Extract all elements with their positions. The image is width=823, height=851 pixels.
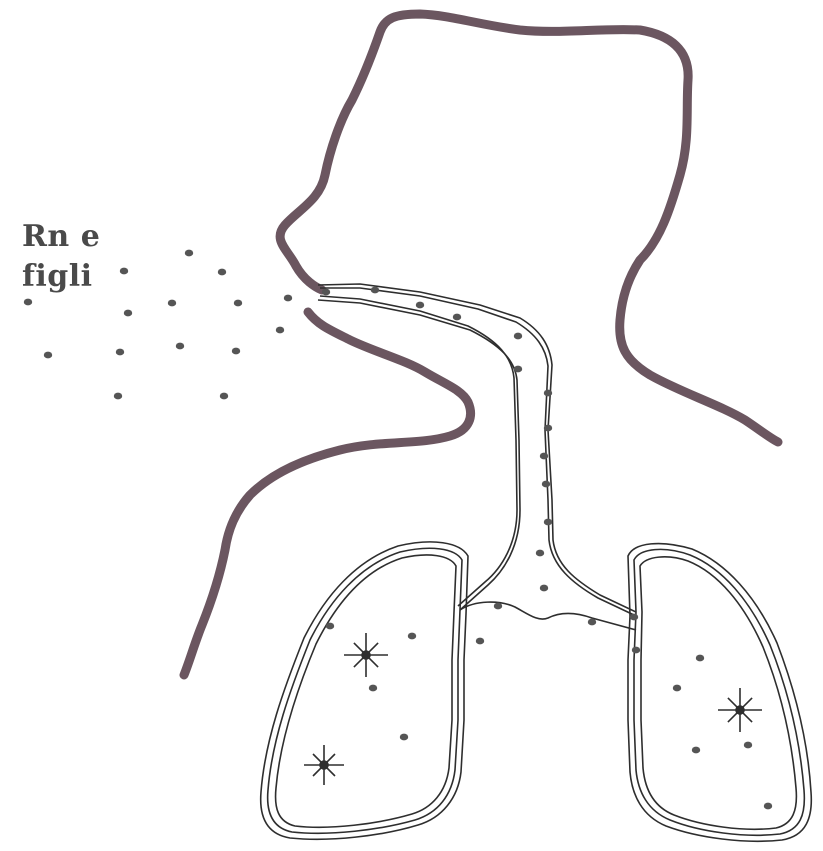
particle-dot-icon [276, 327, 284, 334]
star-burst-group [304, 633, 762, 785]
particle-dot-icon [114, 393, 122, 400]
lung-right-outline-2 [628, 544, 811, 842]
particle-dot-icon [326, 623, 334, 630]
particle-dot-icon [588, 619, 596, 626]
airway-inner [318, 300, 520, 610]
particle-dot-icon [116, 349, 124, 356]
particle-dot-icon [369, 685, 377, 692]
particle-dot-icon [24, 299, 32, 306]
particle-dot-icon [494, 603, 502, 610]
particle-dot-icon [218, 269, 226, 276]
lung-left-icon [261, 542, 468, 839]
particle-dot-icon [542, 481, 550, 488]
particle-dot-icon [692, 747, 700, 754]
head-outline-lower [184, 312, 471, 675]
particle-dot-icon [400, 734, 408, 741]
particle-dot-icon [124, 310, 132, 317]
particle-dot-icon [764, 803, 772, 810]
particle-dot-icon [371, 287, 379, 294]
particle-dot-icon [544, 425, 552, 432]
lung-left-outline-3 [276, 555, 456, 827]
particle-dot-icon [632, 647, 640, 654]
star-burst-icon [344, 633, 388, 677]
lung-left-outline-1 [268, 548, 462, 833]
particle-dot-icon [232, 348, 240, 355]
particle-dot-icon [540, 585, 548, 592]
particle-dot-icon [476, 638, 484, 645]
particle-dot-icon [176, 343, 184, 350]
particle-dot-icon [536, 550, 544, 557]
head-outline-upper [280, 14, 778, 442]
particle-dot-icon [322, 289, 330, 296]
particle-group [24, 250, 772, 810]
particle-dot-icon [120, 268, 128, 275]
particle-dot-icon [696, 655, 704, 662]
particle-dot-icon [744, 742, 752, 749]
particle-dot-icon [185, 250, 193, 257]
airway-outer-2 [320, 288, 634, 615]
lung-right-outline-3 [640, 557, 796, 829]
particle-dot-icon [234, 300, 242, 307]
particle-dot-icon [453, 314, 461, 321]
particle-dot-icon [220, 393, 228, 400]
particle-dot-icon [44, 352, 52, 359]
particle-dot-icon [514, 366, 522, 373]
head-silhouette-icon [184, 14, 778, 675]
particle-dot-icon [540, 453, 548, 460]
bronchi-bridge [460, 602, 636, 630]
particle-dot-icon [408, 633, 416, 640]
radon-label-line-2: figli [22, 262, 93, 292]
particle-dot-icon [544, 519, 552, 526]
particle-dot-icon [673, 685, 681, 692]
particle-dot-icon [168, 300, 176, 307]
particle-dot-icon [630, 614, 638, 621]
star-burst-icon [304, 745, 344, 785]
particle-dot-icon [284, 295, 292, 302]
lung-right-icon [628, 544, 811, 842]
particle-dot-icon [514, 333, 522, 340]
particle-dot-icon [544, 390, 552, 397]
radon-label-line-1: Rn e [22, 222, 100, 252]
star-burst-icon [718, 688, 762, 732]
particle-dot-icon [416, 302, 424, 309]
